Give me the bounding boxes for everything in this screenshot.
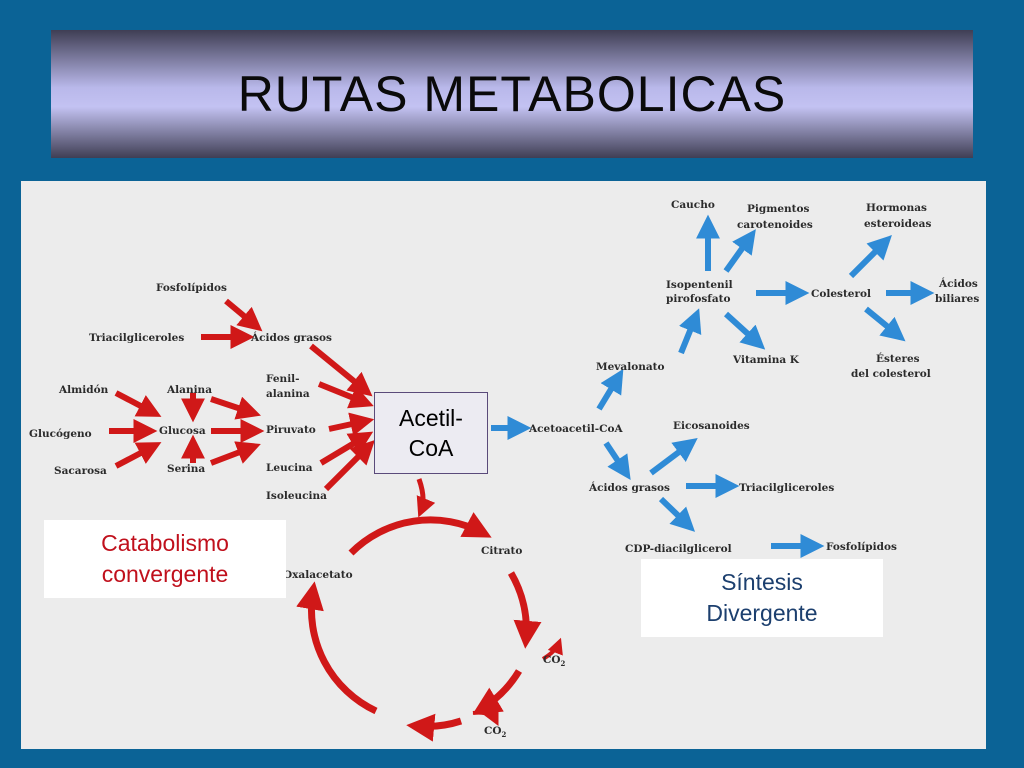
label-almidon: Almidón	[58, 384, 109, 396]
arrow-alanina-piruvato	[210, 396, 261, 420]
cycle-arc-bottom	[406, 713, 463, 742]
label-oxalacetato: Oxalacetato	[283, 569, 353, 581]
label-alanina: Alanina	[166, 384, 212, 396]
arrow-acetil-to-cycle	[416, 478, 436, 518]
label-leucina: Leucina	[266, 462, 313, 474]
title-bar: RUTAS METABOLICAS	[51, 30, 973, 158]
label-cdp-diacilglicerol: CDP-diacilglicerol	[625, 543, 732, 555]
label-vitamina-k: Vitamina K	[732, 354, 800, 366]
label-pigmentos-1: Pigmentos	[747, 203, 810, 215]
catabolic-arrows	[109, 298, 375, 492]
page-title: RUTAS METABOLICAS	[237, 66, 787, 122]
label-sacarosa: Sacarosa	[54, 465, 107, 477]
arrow-fenilalanina	[317, 381, 374, 409]
catabolismo-line-2: convergente	[101, 561, 229, 587]
krebs-cycle	[296, 478, 563, 742]
cycle-arc-bottom-right	[472, 669, 522, 715]
arrow-acidos-grasos	[309, 343, 373, 397]
label-mevalonato: Mevalonato	[596, 361, 665, 373]
sintesis-line-1: Síntesis	[721, 569, 803, 595]
label-citrato: Citrato	[481, 545, 522, 557]
arrow-to-acidos-grasos	[603, 441, 631, 480]
cycle-arc-right	[507, 571, 542, 649]
arrow-serina-piruvato	[209, 441, 261, 466]
arrow-isoleucina	[323, 440, 375, 492]
arrow-fosfolipidos	[224, 298, 263, 332]
arrow-to-pigmentos	[723, 229, 756, 273]
co2-release-2	[472, 708, 499, 727]
label-acidos-grasos-right: Ácidos grasos	[588, 480, 670, 494]
cycle-arc-top	[348, 512, 492, 556]
anabolic-arrows	[491, 214, 935, 558]
diagram-canvas: Fosfolípidos Triacilgliceroles Ácidos gr…	[29, 199, 979, 742]
arrow-to-hormonas	[848, 235, 892, 279]
arrow-sacarosa	[114, 442, 162, 469]
label-isoleucina: Isoleucina	[266, 490, 327, 502]
arrow-to-vitamina-k	[723, 311, 766, 350]
label-acidos-grasos-left: Ácidos grasos	[250, 330, 332, 344]
label-co2-2: CO2	[484, 725, 507, 739]
arrow-to-mevalonato	[596, 368, 624, 411]
label-colesterol: Colesterol	[811, 288, 871, 300]
label-esteres-1: Ésteres	[876, 351, 920, 365]
label-isopentenil-2: pirofosfato	[666, 293, 730, 305]
label-fosfolipidos-right: Fosfolípidos	[826, 541, 897, 553]
arrow-to-esteres	[864, 306, 906, 342]
label-acidos-biliares-1: Ácidos	[938, 276, 978, 290]
label-glucogeno: Glucógeno	[29, 428, 92, 440]
acetil-line-1: Acetil-	[399, 405, 463, 431]
catabolismo-line-1: Catabolismo	[101, 530, 229, 556]
label-hormonas-2: esteroideas	[864, 218, 931, 230]
label-acetoacetil-coa: Acetoacetil-CoA	[528, 423, 623, 435]
arrow-to-isopentenil	[678, 308, 702, 355]
label-piruvato: Piruvato	[266, 424, 316, 436]
label-acidos-biliares-2: biliares	[935, 293, 979, 305]
label-serina: Serina	[167, 463, 205, 475]
arrow-to-eicosanoides	[649, 437, 698, 476]
acetil-coa-box: Acetil- CoA	[374, 392, 488, 474]
label-triacilgliceroles-right: Triacilgliceroles	[739, 482, 834, 494]
co2-release-1	[541, 637, 563, 661]
sintesis-box: Síntesis Divergente	[641, 559, 883, 637]
label-glucosa: Glucosa	[159, 425, 206, 437]
arrow-to-cdp	[658, 496, 696, 532]
arrow-piruvato	[328, 412, 375, 437]
label-fosfolipidos: Fosfolípidos	[156, 282, 227, 294]
label-fenilalanina-2: alanina	[266, 388, 310, 400]
label-isopentenil-1: Isopentenil	[666, 279, 733, 291]
label-eicosanoides: Eicosanoides	[673, 420, 750, 432]
label-triacilgliceroles: Triacilgliceroles	[89, 332, 184, 344]
label-hormonas-1: Hormonas	[866, 202, 927, 214]
label-pigmentos-2: carotenoides	[737, 219, 813, 231]
metabolic-diagram: Fosfolípidos Triacilgliceroles Ácidos gr…	[21, 181, 986, 749]
catabolismo-box: Catabolismo convergente	[44, 520, 286, 598]
label-esteres-2: del colesterol	[851, 368, 931, 380]
label-caucho: Caucho	[671, 199, 715, 211]
label-co2-1: CO2	[543, 654, 566, 668]
cycle-arc-left	[296, 581, 378, 715]
label-fenilalanina-1: Fenil-	[266, 373, 300, 385]
arrow-almidon	[114, 390, 162, 417]
acetil-line-2: CoA	[408, 435, 454, 461]
sintesis-line-2: Divergente	[706, 600, 818, 626]
